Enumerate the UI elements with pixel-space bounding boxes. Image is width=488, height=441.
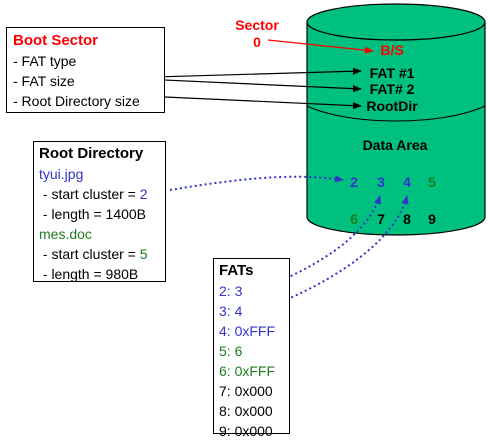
file2-length: - length = 980B: [39, 264, 160, 284]
fats-title: FATs: [219, 262, 254, 279]
cluster-6: 6: [350, 211, 358, 227]
fat1-label: FAT #1: [370, 65, 415, 81]
boot-sector-item-rootdir-size: - Root Directory size: [13, 93, 140, 109]
file1-start-cluster-value: 2: [139, 186, 148, 202]
fat-entry: 4: 0xFFF: [219, 323, 276, 339]
sector-to-bs-arrow: [267, 39, 374, 54]
cluster-8: 8: [403, 211, 411, 227]
file2-name: mes.doc: [39, 226, 92, 242]
fat-entry: 5: 6: [219, 343, 243, 359]
root-directory-title: Root Directory: [39, 145, 144, 162]
cluster-7: 7: [377, 211, 385, 227]
fat-entry: 9: 0x000: [219, 423, 273, 439]
fat-entry: 2: 3: [219, 283, 243, 299]
file1-start-cluster: - start cluster = 2: [39, 184, 160, 204]
cluster-4: 4: [403, 174, 411, 190]
cluster-3: 3: [377, 174, 385, 190]
fat2-label: FAT# 2: [370, 81, 415, 97]
data-area-label: Data Area: [363, 137, 428, 153]
file1-name: tyui.jpg: [39, 166, 84, 182]
cluster-2: 2: [350, 174, 358, 190]
boot-sector-item-fat-size: - FAT size: [13, 73, 75, 89]
cylinder-body: [306, 21, 486, 236]
cylinder-top: [306, 3, 486, 41]
rootdir-size-to-rootdir-arrow: [164, 96, 362, 110]
fat-entry: 6: 0xFFF: [219, 363, 276, 379]
file2-start-cluster-label: - start cluster =: [42, 246, 140, 262]
file2-start-cluster: - start cluster = 5: [39, 244, 160, 264]
file2-start-cluster-value: 5: [139, 246, 148, 262]
boot-sector-title: Boot Sector: [13, 32, 99, 49]
boot-sector-box: Boot Sector - FAT type - FAT size - Root…: [6, 27, 165, 113]
metadata-divider: [306, 105, 486, 122]
file1-start-cluster-label: - start cluster =: [42, 186, 140, 202]
rootdir-label: RootDir: [366, 98, 418, 114]
fat-entries-list: 2: 3 3: 4 4: 0xFFF 5: 6 6: 0xFFF 7: 0x000 8: 0…: [219, 281, 284, 441]
disk-cylinder: [306, 3, 486, 236]
file1-length-text: - length = 1400B: [42, 206, 147, 222]
sector-label: Sector: [235, 17, 279, 33]
root-directory-box: Root Directory tyui.jpg - start cluster …: [33, 141, 166, 282]
start-cluster-to-cluster2-arrow: [169, 175, 344, 191]
file1-length: - length = 1400B: [39, 204, 160, 224]
fat-entry: 8: 0x000: [219, 403, 273, 419]
file2-length-text: - length = 980B: [42, 266, 139, 282]
fat-entry: 3: 4: [219, 303, 243, 319]
cluster-9: 9: [428, 211, 436, 227]
cluster-grid: 2 3 4 5 6 7 8 9: [350, 174, 436, 227]
bs-label: B/S: [380, 42, 403, 58]
boot-sector-item-fat-type: - FAT type: [13, 53, 77, 69]
fat-entry: 7: 0x000: [219, 383, 273, 399]
cluster-5: 5: [428, 174, 436, 190]
sector-number: 0: [253, 34, 261, 50]
fats-box: FATs 2: 3 3: 4 4: 0xFFF 5: 6 6: 0xFFF 7: 0x00…: [213, 258, 290, 439]
